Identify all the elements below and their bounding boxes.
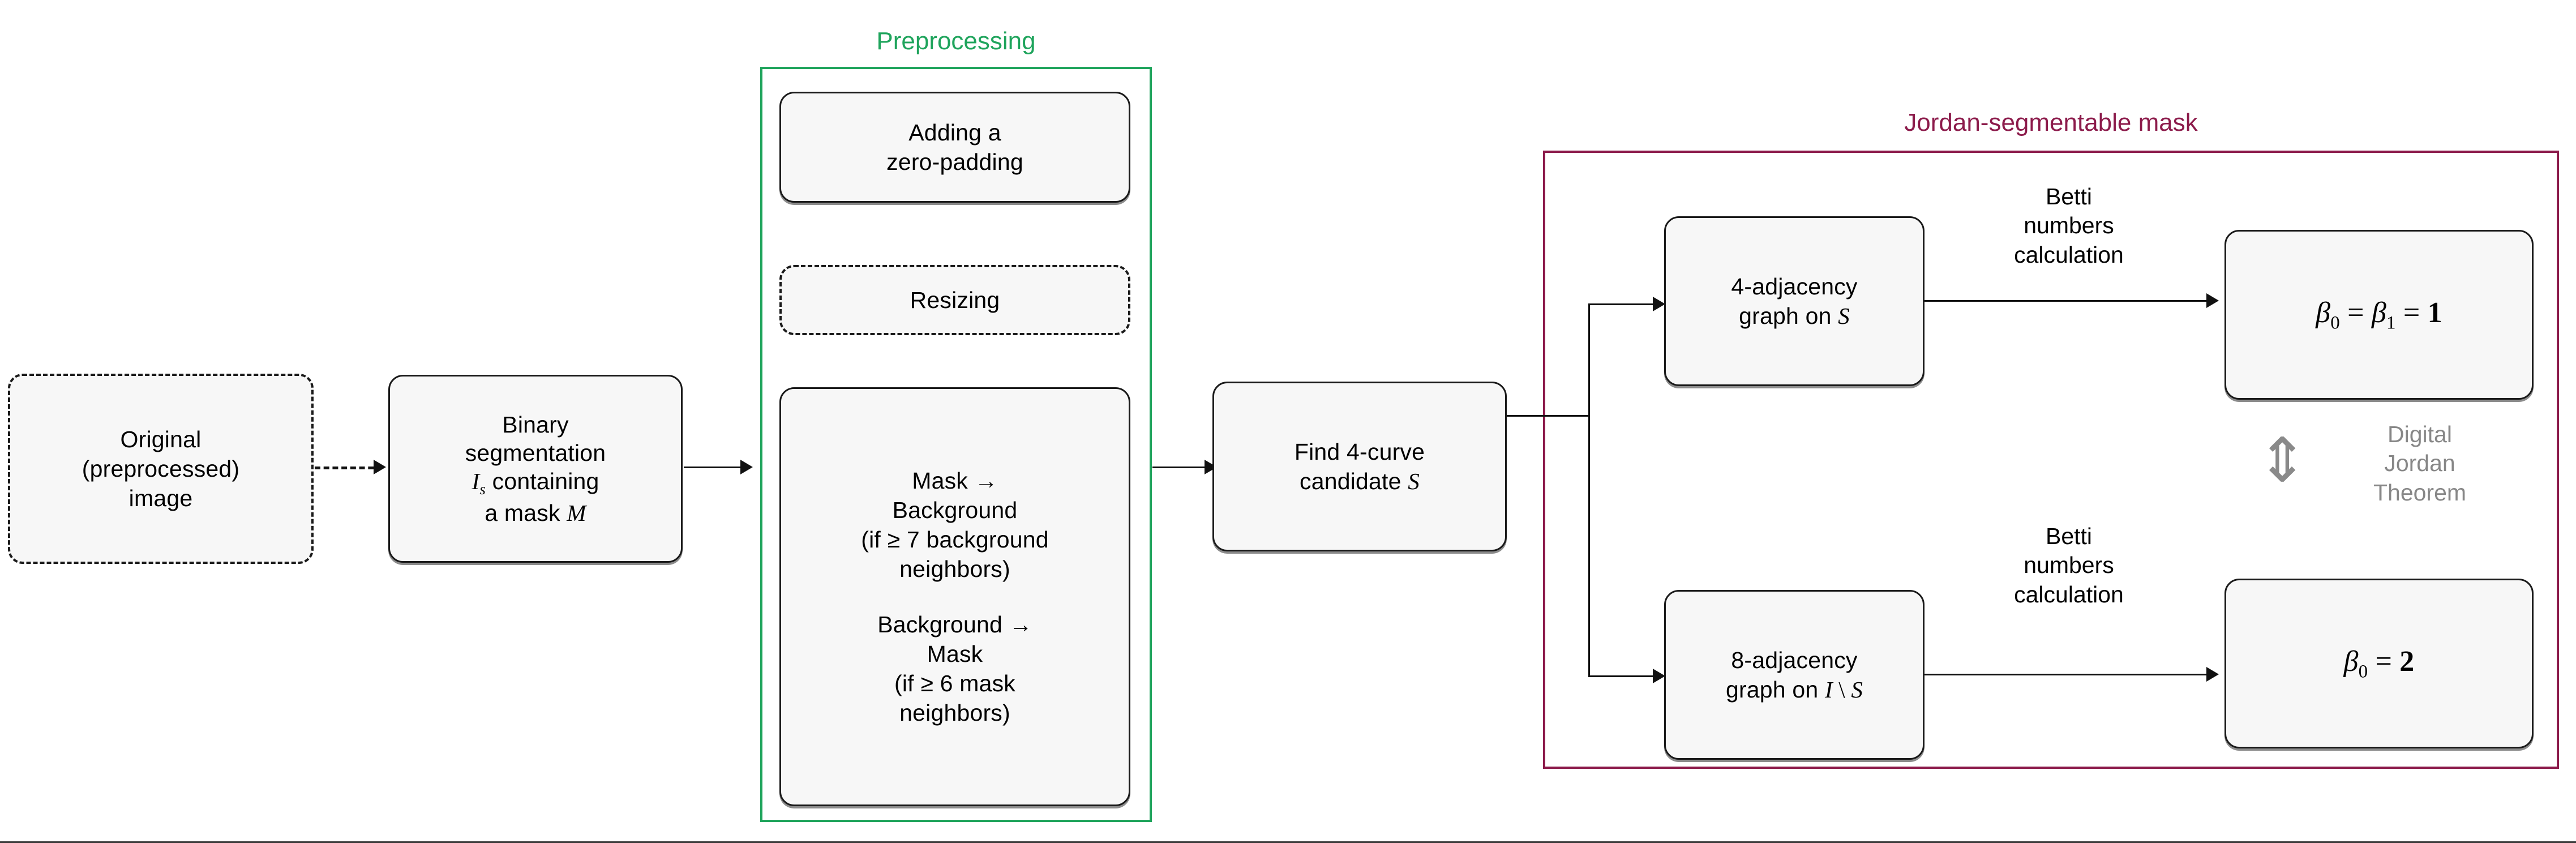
edge-binary-to-preprocessing-arrow: [740, 460, 753, 474]
symbol-I-subscript: s: [479, 481, 486, 498]
edge-branch-to-4adjacency-arrow: [1653, 297, 1665, 311]
symbol-setminus: \: [1832, 677, 1851, 703]
edge-8adjacency-to-betti-bottom: [1925, 674, 2213, 675]
preprocessing-group-label: Preprocessing: [876, 27, 1036, 55]
edge-branch-to-4adjacency: [1588, 303, 1662, 305]
edge-preprocessing-to-find-curve: [1152, 467, 1212, 468]
node-binary-seg-line4: a mask M: [485, 499, 586, 527]
node-binary-seg-line3-post: containing: [486, 468, 599, 494]
edge-label-betti-top: Betti numbers calculation: [2014, 183, 2124, 268]
node-binary-seg-line2: segmentation: [465, 439, 606, 466]
node-zero-padding[interactable]: Adding a zero-padding: [779, 92, 1130, 203]
node-find-curve[interactable]: Find 4-curve candidate S: [1212, 382, 1507, 551]
symbol-value-top: 1: [2427, 296, 2442, 329]
edge-original-to-binary-arrow: [374, 460, 386, 474]
node-8-adjacency[interactable]: 8-adjacency graph on I \ S: [1664, 590, 1925, 760]
node-resizing-label: Resizing: [910, 286, 1000, 313]
symbol-S-4adj: S: [1838, 303, 1850, 329]
edge-find-curve-stub: [1507, 415, 1589, 417]
edge-branch-spine: [1588, 303, 1590, 677]
edge-branch-to-8adjacency-arrow: [1653, 669, 1665, 683]
node-original-image-label: Original (preprocessed) image: [82, 426, 240, 512]
node-4-adjacency-line1: 4-adjacency: [1731, 273, 1858, 299]
node-binary-segmentation[interactable]: Binary segmentation Is containing a mask…: [388, 375, 683, 563]
edge-4adjacency-to-betti-top: [1925, 300, 2213, 302]
node-4-adjacency-line2-pre: graph on: [1739, 303, 1838, 329]
symbol-S: S: [1408, 468, 1420, 494]
node-betti-result-bottom[interactable]: β0 = 2: [2224, 579, 2534, 748]
node-4-adjacency-line2: graph on S: [1739, 301, 1850, 331]
edge-label-betti-bottom: Betti numbers calculation: [2014, 523, 2124, 607]
symbol-value-bottom: 2: [2399, 645, 2415, 678]
symbol-beta1-top: β: [2371, 296, 2386, 329]
node-betti-result-bottom-expr: β0 = 2: [2344, 643, 2415, 684]
node-original-image[interactable]: Original (preprocessed) image: [8, 374, 314, 564]
node-zero-padding-label: Adding a zero-padding: [886, 119, 1023, 175]
node-8-adjacency-line2: graph on I \ S: [1726, 675, 1863, 704]
node-4-adjacency[interactable]: 4-adjacency graph on S: [1664, 216, 1925, 386]
symbol-S-8adj: S: [1851, 677, 1863, 703]
node-find-curve-line1: Find 4-curve: [1294, 438, 1425, 465]
node-find-curve-line2-pre: candidate: [1300, 468, 1408, 494]
edge-branch-to-8adjacency: [1588, 675, 1662, 677]
symbol-eq2-top: =: [2395, 296, 2428, 329]
node-betti-result-top[interactable]: β0 = β1 = 1: [2224, 230, 2534, 400]
symbol-eq1-top: =: [2339, 296, 2372, 329]
node-binary-seg-line1: Binary: [502, 411, 569, 438]
edge-4adjacency-to-betti-top-arrow: [2206, 293, 2219, 308]
node-mask-rules-rule1: Mask → Background (if ≥ 7 background nei…: [861, 467, 1049, 582]
symbol-I-script: I: [472, 468, 480, 494]
edge-8adjacency-to-betti-bottom-arrow: [2206, 667, 2219, 682]
node-mask-rules-rule2: Background → Mask (if ≥ 6 mask neighbors…: [877, 611, 1032, 726]
preprocessing-group-box: [760, 67, 1152, 822]
equivalence-double-arrow-icon: ⇕: [2256, 425, 2308, 496]
symbol-beta0-bottom: β: [2343, 645, 2359, 678]
node-resizing[interactable]: Resizing: [779, 265, 1130, 335]
node-betti-result-top-expr: β0 = β1 = 1: [2316, 294, 2442, 335]
edge-original-to-binary: [315, 467, 383, 469]
node-8-adjacency-line2-pre: graph on: [1725, 677, 1825, 703]
node-binary-seg-line4-pre: a mask: [485, 500, 567, 527]
symbol-M: M: [567, 500, 586, 527]
label-digital-jordan-theorem: Digital Jordan Theorem: [2373, 421, 2467, 506]
node-8-adjacency-line1: 8-adjacency: [1731, 647, 1858, 673]
symbol-beta0-top-sub: 0: [2330, 313, 2340, 333]
node-binary-seg-line3: Is containing: [472, 467, 599, 499]
node-mask-rules[interactable]: Mask → Background (if ≥ 7 background nei…: [779, 387, 1130, 806]
jordan-group-label: Jordan-segmentable mask: [1904, 109, 2198, 136]
symbol-beta1-top-sub: 1: [2386, 313, 2396, 333]
jordan-group-box: [1543, 151, 2559, 769]
symbol-I-8adj: I: [1825, 677, 1833, 703]
edge-binary-to-preprocessing: [684, 467, 747, 468]
symbol-beta0-bottom-sub: 0: [2358, 661, 2368, 682]
symbol-beta0-top: β: [2316, 296, 2331, 329]
symbol-eq1-bottom: =: [2368, 645, 2400, 678]
node-find-curve-line2: candidate S: [1300, 467, 1420, 496]
